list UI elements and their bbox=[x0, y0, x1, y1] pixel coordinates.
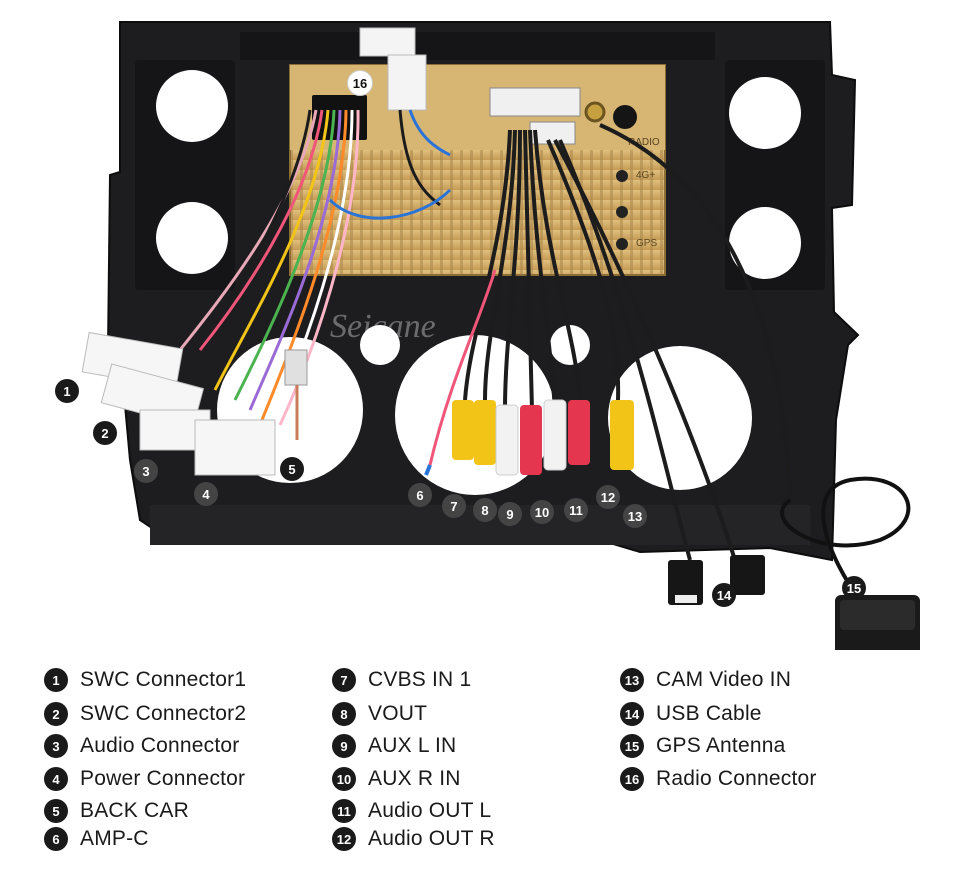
legend-number-badge: 1 bbox=[44, 668, 68, 692]
port-label-radio: RADIO bbox=[628, 137, 660, 148]
callout-13: 13 bbox=[623, 504, 647, 528]
legend-label: CAM Video IN bbox=[656, 668, 792, 691]
legend-item: 8 VOUT bbox=[332, 700, 427, 728]
callout-15: 15 bbox=[842, 576, 866, 600]
legend-item: 7 CVBS IN 1 bbox=[332, 666, 471, 694]
legend-item: 11 Audio OUT L bbox=[332, 797, 491, 825]
callout-8: 8 bbox=[473, 498, 497, 522]
legend-number-badge: 13 bbox=[620, 668, 644, 692]
legend-number-badge: 5 bbox=[44, 799, 68, 823]
legend-label: SWC Connector1 bbox=[80, 668, 247, 691]
callout-11: 11 bbox=[564, 498, 588, 522]
legend-number-badge: 3 bbox=[44, 734, 68, 758]
legend-label: VOUT bbox=[368, 702, 428, 725]
legend-item: 10 AUX R IN bbox=[332, 765, 461, 793]
callout-4: 4 bbox=[194, 482, 218, 506]
legend-label: GPS Antenna bbox=[656, 734, 786, 757]
callout-14: 14 bbox=[712, 583, 736, 607]
legend-number-badge: 14 bbox=[620, 702, 644, 726]
port-label-4g: 4G+ bbox=[636, 170, 655, 181]
callout-10: 10 bbox=[530, 500, 554, 524]
legend-item: 15 GPS Antenna bbox=[620, 732, 785, 760]
legend-column-1: 1 SWC Connector1 2 SWC Connector2 3 Audio Con… bbox=[44, 660, 324, 880]
legend-item: 5 BACK CAR bbox=[44, 797, 189, 825]
legend-number-badge: 11 bbox=[332, 799, 356, 823]
legend-item: 12 Audio OUT R bbox=[332, 825, 495, 853]
legend-number-badge: 10 bbox=[332, 767, 356, 791]
legend-number-badge: 8 bbox=[332, 702, 356, 726]
callout-7: 7 bbox=[442, 494, 466, 518]
legend-number-badge: 2 bbox=[44, 702, 68, 726]
legend-label: SWC Connector2 bbox=[80, 702, 247, 725]
callout-5: 5 bbox=[280, 457, 304, 481]
legend-label: Audio OUT R bbox=[368, 827, 495, 850]
legend-number-badge: 4 bbox=[44, 767, 68, 791]
callout-2: 2 bbox=[93, 421, 117, 445]
legend-label: AUX R IN bbox=[368, 767, 461, 790]
callout-3: 3 bbox=[134, 459, 158, 483]
legend-label: Audio OUT L bbox=[368, 799, 492, 822]
callout-16: 16 bbox=[347, 70, 373, 96]
legend-item: 2 SWC Connector2 bbox=[44, 700, 246, 728]
legend-number-badge: 7 bbox=[332, 668, 356, 692]
product-photo: RADIO 4G+ GPS bbox=[55, 21, 920, 673]
stereo-panel-illustration: RADIO 4G+ GPS bbox=[81, 21, 920, 673]
legend-label: AUX L IN bbox=[368, 734, 457, 757]
callout-1: 1 bbox=[55, 379, 79, 403]
legend-label: Power Connector bbox=[80, 767, 246, 790]
legend-label: USB Cable bbox=[656, 702, 762, 725]
legend-item: 13 CAM Video IN bbox=[620, 666, 791, 694]
legend-label: BACK CAR bbox=[80, 799, 189, 822]
legend-item: 6 AMP-C bbox=[44, 825, 149, 853]
legend-number-badge: 12 bbox=[332, 827, 356, 851]
legend-item: 4 Power Connector bbox=[44, 765, 245, 793]
callout-9: 9 bbox=[498, 502, 522, 526]
legend-label: Audio Connector bbox=[80, 734, 240, 757]
legend-column-3: 13 CAM Video IN 14 USB Cable 15 GPS Antenna 16… bbox=[620, 660, 920, 880]
port-label-gps: GPS bbox=[636, 238, 657, 249]
legend-label: AMP-C bbox=[80, 827, 149, 850]
legend-item: 9 AUX L IN bbox=[332, 732, 456, 760]
legend-number-badge: 15 bbox=[620, 734, 644, 758]
legend-number-badge: 16 bbox=[620, 767, 644, 791]
watermark-text: Seicane bbox=[330, 308, 436, 345]
callout-6: 6 bbox=[408, 483, 432, 507]
connector-legend: 1 SWC Connector1 2 SWC Connector2 3 Audio Con… bbox=[0, 660, 980, 890]
legend-number-badge: 6 bbox=[44, 827, 68, 851]
legend-item: 1 SWC Connector1 bbox=[44, 666, 246, 694]
legend-item: 16 Radio Connector bbox=[620, 765, 817, 793]
legend-number-badge: 9 bbox=[332, 734, 356, 758]
legend-item: 3 Audio Connector bbox=[44, 732, 239, 760]
legend-item: 14 USB Cable bbox=[620, 700, 762, 728]
legend-label: CVBS IN 1 bbox=[368, 668, 472, 691]
legend-label: Radio Connector bbox=[656, 767, 817, 790]
callout-12: 12 bbox=[596, 485, 620, 509]
